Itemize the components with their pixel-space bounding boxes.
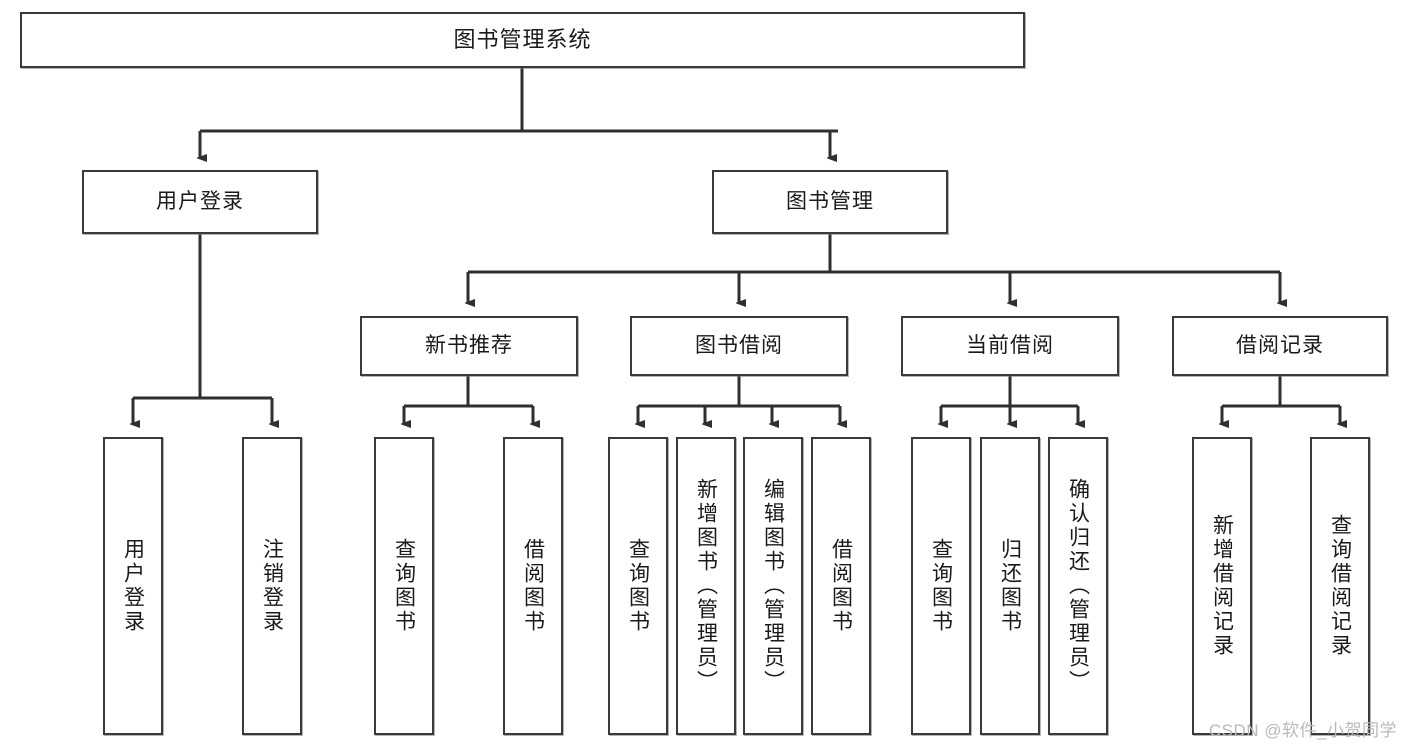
node-new-book-recommendation[interactable]: 新书推荐: [360, 316, 578, 376]
node-label: 编辑图书（管理员）: [761, 478, 785, 694]
node-label: 新书推荐: [425, 334, 513, 358]
leaf-borrow-edit-book-admin[interactable]: 编辑图书（管理员）: [743, 437, 803, 735]
leaf-borrow-query-books[interactable]: 查询图书: [608, 437, 668, 735]
node-label: 借阅图书: [521, 538, 545, 634]
node-label: 归还图书: [998, 538, 1022, 634]
leaf-record-add-borrow-record[interactable]: 新增借阅记录: [1192, 437, 1252, 735]
node-label: 借阅图书: [829, 538, 853, 634]
node-label: 用户登录: [121, 538, 145, 634]
node-label: 用户登录: [156, 190, 244, 214]
leaf-borrow-borrow-books[interactable]: 借阅图书: [811, 437, 871, 735]
node-label: 图书管理系统: [453, 26, 592, 52]
node-label: 借阅记录: [1236, 334, 1324, 358]
node-label: 新增借阅记录: [1210, 514, 1234, 658]
node-label: 当前借阅: [966, 334, 1054, 358]
leaf-record-query-borrow-record[interactable]: 查询借阅记录: [1310, 437, 1370, 735]
node-label: 注销登录: [260, 538, 284, 634]
node-label: 新增图书（管理员）: [694, 478, 718, 694]
leaf-new-book-query-books[interactable]: 查询图书: [374, 437, 434, 735]
node-label: 查询图书: [929, 538, 953, 634]
node-user-login[interactable]: 用户登录: [82, 170, 318, 234]
leaf-new-book-borrow-books[interactable]: 借阅图书: [503, 437, 563, 735]
leaf-user-login-login[interactable]: 用户登录: [103, 437, 163, 735]
leaf-user-login-logout[interactable]: 注销登录: [242, 437, 302, 735]
leaf-current-query-books[interactable]: 查询图书: [911, 437, 971, 735]
node-label: 图书管理: [786, 190, 874, 214]
node-label: 图书借阅: [695, 334, 783, 358]
node-root-book-management-system[interactable]: 图书管理系统: [20, 12, 1025, 68]
leaf-borrow-add-book-admin[interactable]: 新增图书（管理员）: [676, 437, 736, 735]
node-label: 查询借阅记录: [1328, 514, 1352, 658]
watermark-text: CSDN @软件_小贺同学: [1208, 721, 1397, 740]
leaf-current-return-books[interactable]: 归还图书: [980, 437, 1040, 735]
node-book-borrowing[interactable]: 图书借阅: [630, 316, 848, 376]
node-label: 确认归还（管理员）: [1066, 478, 1090, 694]
node-label: 查询图书: [392, 538, 416, 634]
node-borrowing-records[interactable]: 借阅记录: [1172, 316, 1388, 376]
leaf-current-confirm-return-admin[interactable]: 确认归还（管理员）: [1048, 437, 1108, 735]
node-current-borrowing[interactable]: 当前借阅: [901, 316, 1119, 376]
node-book-management[interactable]: 图书管理: [712, 170, 948, 234]
node-label: 查询图书: [626, 538, 650, 634]
